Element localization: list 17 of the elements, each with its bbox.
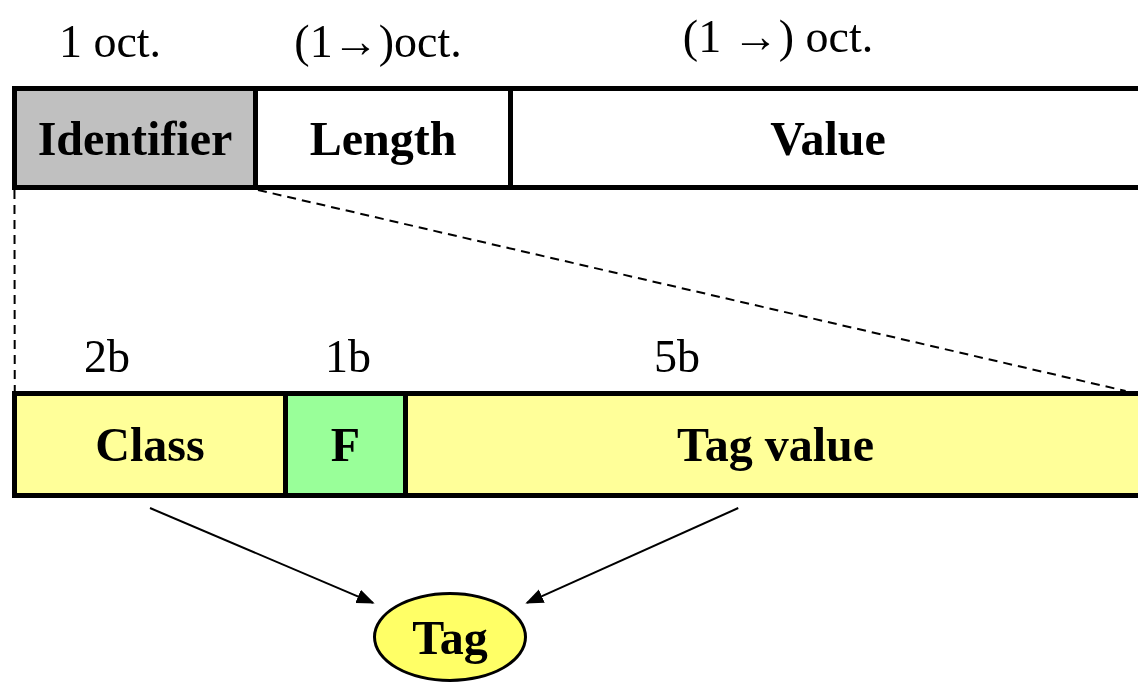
field-label: Tag value <box>677 417 874 472</box>
field-label: Value <box>770 110 886 166</box>
size-label: 5b <box>654 330 700 383</box>
dashed-line <box>257 189 1127 392</box>
dashed-line <box>13 189 16 392</box>
size-label: (1 →) oct. <box>682 10 874 63</box>
size-label: 1b <box>325 330 371 383</box>
field-label: Length <box>309 110 457 166</box>
field-label: F <box>330 417 361 472</box>
field-label: Identifier <box>37 110 233 166</box>
field-label: Class <box>95 417 205 472</box>
arrow <box>525 507 740 604</box>
size-label: (1→)oct. <box>294 15 462 68</box>
field-label: Tag <box>412 609 488 665</box>
arrow <box>149 507 375 604</box>
size-label: 1 oct. <box>58 15 162 68</box>
size-label: 2b <box>84 330 130 383</box>
